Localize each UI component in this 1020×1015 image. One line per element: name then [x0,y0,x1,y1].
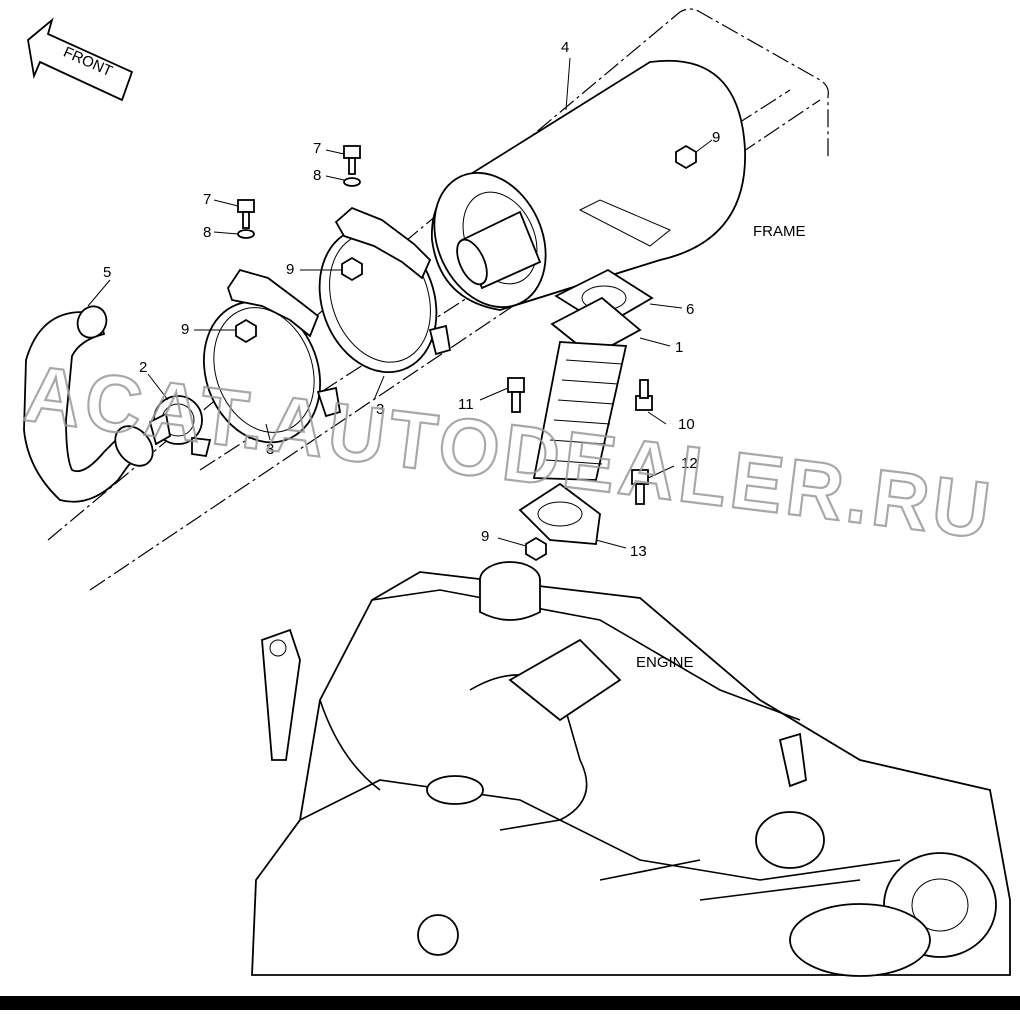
callout-12: 12 [681,455,698,472]
bolt-10-11-12 [507,377,653,505]
front-arrow: FRONT [27,17,134,102]
callout-7-rear: 7 [313,140,321,157]
callout-3-front: 3 [266,441,274,458]
callout-9-rear-band: 9 [286,261,294,278]
leader-lines [87,57,713,549]
callout-1: 1 [675,339,683,356]
callout-11: 11 [458,396,474,413]
muffler [431,59,746,311]
engine [251,561,1011,977]
bottom-border [0,996,1020,1010]
callout-6: 6 [686,301,694,318]
exhaust-flex-pipe [518,268,654,545]
callout-4: 4 [561,39,569,56]
callout-labels: 4 9 7 8 7 8 9 9 5 2 3 3 6 1 10 11 12 13 … [103,39,720,560]
engine-label: ENGINE [636,654,694,671]
callout-9-flange: 9 [481,528,489,545]
bolt-7b [237,199,255,239]
pipe-clamp [148,395,212,458]
callout-7-front: 7 [203,191,211,208]
callout-9-muffler: 9 [712,129,720,146]
callout-9-front-band: 9 [181,321,189,338]
nut-9 [235,144,697,562]
clamp-band-front [203,268,342,444]
callout-8-rear: 8 [313,167,321,184]
callout-13: 13 [630,543,647,560]
frame-label: FRAME [753,223,806,240]
callout-10: 10 [678,416,695,433]
bolt-7a [343,145,361,187]
callout-2: 2 [139,359,147,376]
callout-5: 5 [103,264,111,281]
tail-pipe [23,305,154,503]
callout-8-front: 8 [203,224,211,241]
callout-3-rear: 3 [376,401,384,418]
